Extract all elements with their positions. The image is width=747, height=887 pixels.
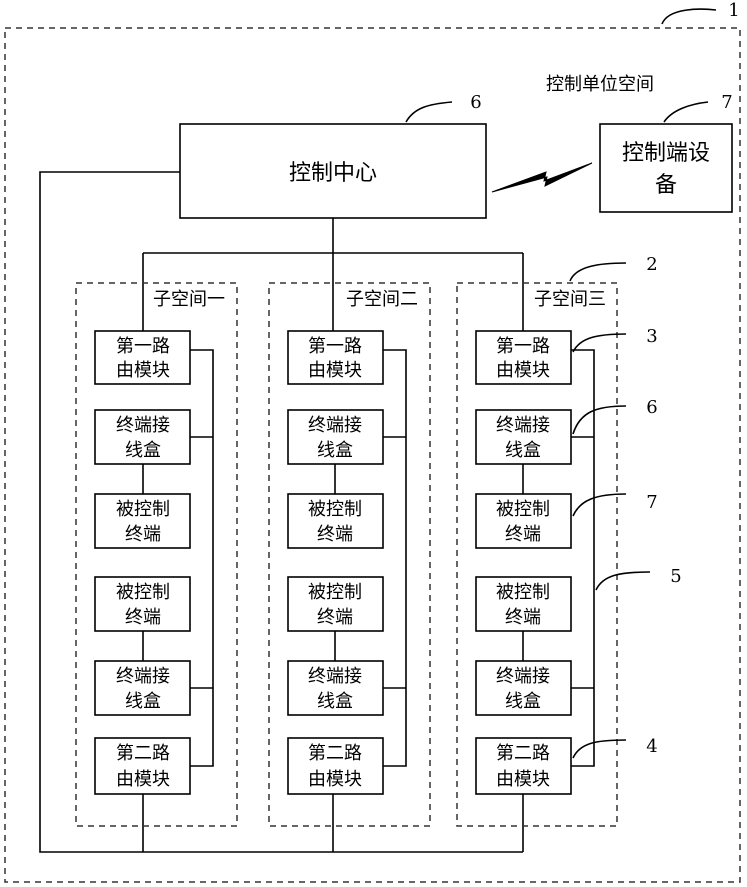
control-center-connections bbox=[143, 218, 523, 331]
module-label: 被控制 bbox=[308, 582, 362, 603]
ref-5: 5 bbox=[670, 566, 681, 587]
control-terminal-device-label-line2: 备 bbox=[655, 173, 677, 198]
ref-6-junction-box: 6 bbox=[646, 397, 657, 418]
module-label: 由模块 bbox=[308, 360, 362, 381]
ref-6-leader bbox=[573, 406, 626, 434]
ref-3: 3 bbox=[646, 326, 657, 347]
module-label: 终端 bbox=[317, 524, 353, 545]
module-label: 线盒 bbox=[125, 440, 161, 461]
ref-4-leader bbox=[573, 740, 626, 758]
module-label: 被控制 bbox=[116, 499, 170, 520]
ref-7-control-terminal: 7 bbox=[721, 92, 732, 113]
subspace-2: 子空间二 第一路 由模块 终端接 线盒 被控制 终端 被控制 终端 终端接 线盒… bbox=[269, 283, 430, 826]
ref-7-leader bbox=[573, 494, 626, 516]
ref-1: 1 bbox=[728, 0, 739, 21]
ref-6-control-center: 6 bbox=[470, 92, 481, 113]
ref-2: 2 bbox=[646, 254, 657, 275]
module-label: 终端 bbox=[317, 607, 353, 628]
ref-7-control-terminal-leader bbox=[664, 102, 708, 122]
module-label: 终端接 bbox=[496, 415, 550, 436]
ref-4: 4 bbox=[646, 736, 657, 757]
wireless-link-icon bbox=[492, 163, 592, 192]
module-label: 线盒 bbox=[125, 691, 161, 712]
module-label: 终端 bbox=[505, 524, 541, 545]
module-label: 终端接 bbox=[308, 666, 362, 687]
module-label: 终端 bbox=[505, 607, 541, 628]
control-terminal-device-label-line1: 控制端设 bbox=[622, 141, 710, 166]
subspace-1: 子空间一 第一路 由模块 终端接 线盒 被控制 终端 被控制 终端 终端接 线盒… bbox=[76, 283, 237, 826]
control-unit-space-label: 控制单位空间 bbox=[546, 74, 654, 95]
module-label: 被控制 bbox=[496, 499, 550, 520]
module-label: 由模块 bbox=[496, 360, 550, 381]
module-label: 第一路 bbox=[308, 336, 362, 357]
module-label: 第二路 bbox=[496, 743, 550, 764]
module-label: 线盒 bbox=[317, 440, 353, 461]
module-label: 被控制 bbox=[308, 499, 362, 520]
module-label: 被控制 bbox=[116, 582, 170, 603]
module-label: 第一路 bbox=[496, 336, 550, 357]
subspace-2-title: 子空间二 bbox=[346, 289, 418, 310]
module-label: 第二路 bbox=[308, 743, 362, 764]
module-label: 线盒 bbox=[505, 691, 541, 712]
module-label: 由模块 bbox=[116, 769, 170, 790]
ref-2-leader bbox=[570, 263, 626, 281]
module-label: 终端 bbox=[125, 607, 161, 628]
ref-6-control-center-leader bbox=[406, 102, 452, 122]
control-terminal-device-box bbox=[600, 124, 732, 212]
ref-5-leader bbox=[596, 572, 650, 590]
subspace-1-title: 子空间一 bbox=[153, 289, 225, 310]
module-label: 由模块 bbox=[308, 769, 362, 790]
module-label: 被控制 bbox=[496, 582, 550, 603]
subspace-3: 子空间三 第一路 由模块 终端接 线盒 被控制 终端 被控制 终端 终端接 线盒… bbox=[457, 283, 617, 826]
module-label: 线盒 bbox=[505, 440, 541, 461]
module-label: 终端接 bbox=[496, 666, 550, 687]
module-label: 终端接 bbox=[308, 415, 362, 436]
module-label: 第一路 bbox=[116, 336, 170, 357]
control-center-label: 控制中心 bbox=[289, 161, 377, 186]
module-label: 线盒 bbox=[317, 691, 353, 712]
subspace-3-title: 子空间三 bbox=[534, 289, 606, 310]
module-label: 由模块 bbox=[496, 769, 550, 790]
module-label: 终端接 bbox=[116, 415, 170, 436]
ref-1-leader bbox=[662, 9, 716, 24]
module-label: 终端 bbox=[125, 524, 161, 545]
ref-7-controlled-terminal: 7 bbox=[646, 492, 657, 513]
module-label: 由模块 bbox=[116, 360, 170, 381]
module-label: 第二路 bbox=[116, 743, 170, 764]
module-label: 终端接 bbox=[116, 666, 170, 687]
